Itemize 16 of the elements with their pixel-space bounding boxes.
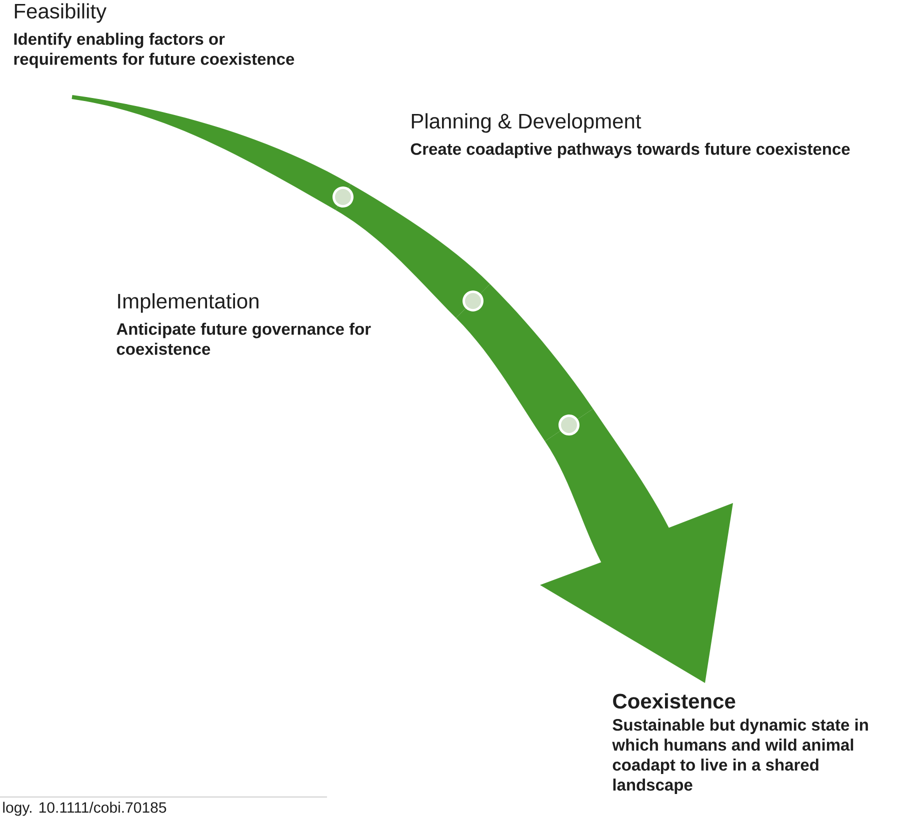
curved-arrow-segment — [540, 408, 733, 683]
stage-heading: Implementation — [118, 293, 258, 313]
curved-arrow-segment — [72, 95, 350, 210]
curved-arrow-segment — [336, 184, 490, 318]
milestone-dot — [333, 187, 353, 207]
curved-arrow-segment — [456, 284, 594, 442]
milestone-dot — [559, 415, 579, 435]
stage-heading: Coexistence — [613, 693, 736, 709]
stage-description: Identify enabling factors or requirements for future coexistence — [14, 32, 294, 68]
milestone-dot — [463, 291, 483, 311]
stage-description: Create coadaptive pathways towards future coexistence — [410, 142, 850, 158]
citation-text: logy. 10.1111/cobi.70185 — [3, 802, 166, 816]
stage-heading: Feasibility — [14, 3, 106, 23]
stage-description: Sustainable but dynamic state in which humans and wild animal coadapt to live in a shared landscape — [612, 718, 868, 794]
stage-description: Anticipate future governance for coexistence — [116, 322, 371, 355]
stage-heading: Planning & Development — [412, 113, 642, 133]
